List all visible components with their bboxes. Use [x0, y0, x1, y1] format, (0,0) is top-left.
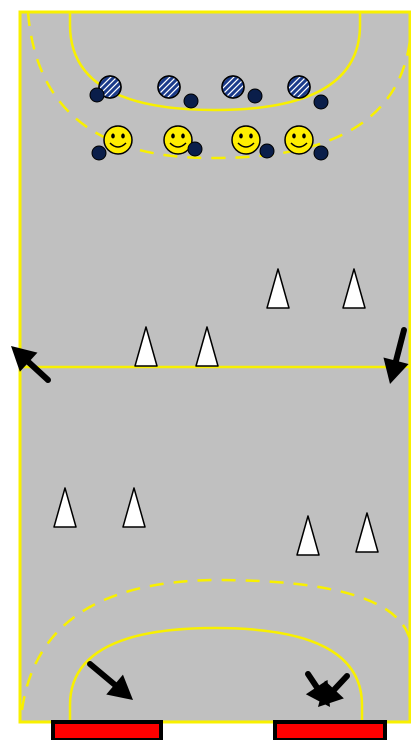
ball-icon: [313, 94, 329, 110]
attacker-player: [284, 125, 329, 161]
attacker-player: [91, 125, 133, 161]
ball-icon: [183, 93, 199, 109]
goal-right: [273, 720, 387, 740]
ball-icon: [259, 143, 275, 159]
cone-icon: [122, 487, 146, 528]
cone-icon: [53, 487, 77, 528]
direction-arrow-icon: [11, 346, 51, 383]
ball-icon: [247, 88, 263, 104]
bottom-goal-area-line: [68, 626, 364, 722]
cone-icon: [266, 268, 290, 309]
cone-icon: [342, 268, 366, 309]
ball-icon: [313, 145, 329, 161]
goal-left: [51, 720, 163, 740]
ball-icon: [91, 145, 107, 161]
direction-arrow-icon: [318, 673, 350, 707]
smiley-icon: [284, 125, 314, 155]
attacker-player: [163, 125, 203, 157]
ball-icon: [187, 141, 203, 157]
cone-icon: [195, 326, 219, 367]
smiley-icon: [163, 125, 193, 155]
smiley-icon: [103, 125, 133, 155]
direction-arrow-icon: [87, 661, 133, 700]
top-goal-area-line: [68, 12, 362, 112]
top-free-throw-line: [26, 12, 410, 160]
cone-icon: [355, 512, 379, 553]
cone-icon: [296, 515, 320, 556]
attacker-player: [231, 125, 275, 159]
cone-icon: [134, 326, 158, 367]
ball-icon: [89, 87, 105, 103]
direction-arrow-icon: [383, 327, 409, 384]
smiley-icon: [231, 125, 261, 155]
